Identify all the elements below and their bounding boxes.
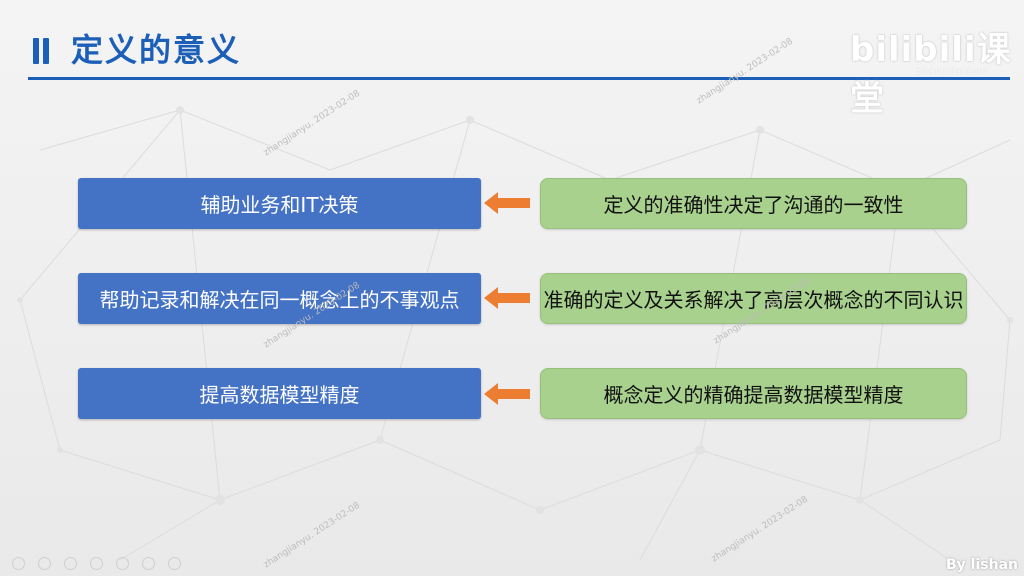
purpose-box: 辅助业务和IT决策 bbox=[78, 178, 481, 229]
reason-box: 定义的准确性决定了沟通的一致性 bbox=[540, 178, 967, 229]
author-credit: By lishan bbox=[946, 557, 1018, 573]
next-icon[interactable] bbox=[64, 557, 77, 570]
arrow-left-icon bbox=[484, 287, 530, 309]
play-icon[interactable] bbox=[38, 557, 51, 570]
brand-logo: bilibili课堂 bbox=[850, 30, 1012, 119]
arrow-left-icon bbox=[484, 192, 530, 214]
prev-icon[interactable] bbox=[12, 557, 25, 570]
player-controls bbox=[12, 557, 181, 570]
brand-subtitle: zhangjia.com bbox=[916, 67, 988, 77]
zoom-icon[interactable] bbox=[142, 557, 155, 570]
more-icon[interactable] bbox=[168, 557, 181, 570]
slide-header: 定义的意义 bilibili课堂 zhangjia.com bbox=[0, 0, 1024, 119]
title-bars-icon bbox=[33, 38, 57, 64]
reason-box: 概念定义的精确提高数据模型精度 bbox=[540, 368, 967, 419]
arrow-left-icon bbox=[484, 383, 530, 405]
page-title: 定义的意义 bbox=[71, 31, 242, 69]
purpose-box: 帮助记录和解决在同一概念上的不事观点 bbox=[78, 273, 481, 324]
title-divider bbox=[28, 77, 1010, 80]
menu-icon[interactable] bbox=[116, 557, 129, 570]
reason-box: 准确的定义及关系解决了高层次概念的不同认识 bbox=[540, 273, 967, 324]
pen-icon[interactable] bbox=[90, 557, 103, 570]
purpose-box: 提高数据模型精度 bbox=[78, 368, 481, 419]
